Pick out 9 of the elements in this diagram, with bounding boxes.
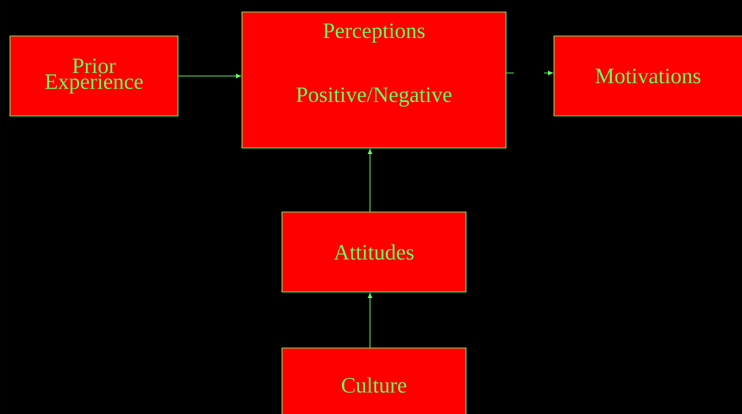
process-box: Perceptions Positive/Negative	[242, 12, 506, 148]
process-box: Attitudes	[282, 212, 466, 292]
arrow	[368, 149, 372, 212]
arrow	[178, 74, 241, 78]
process-box: Culture	[282, 348, 466, 414]
arrow	[506, 70, 553, 76]
process-box: Prior Experience	[10, 36, 178, 116]
arrow	[368, 293, 372, 348]
process-box: Motivations	[554, 36, 742, 116]
